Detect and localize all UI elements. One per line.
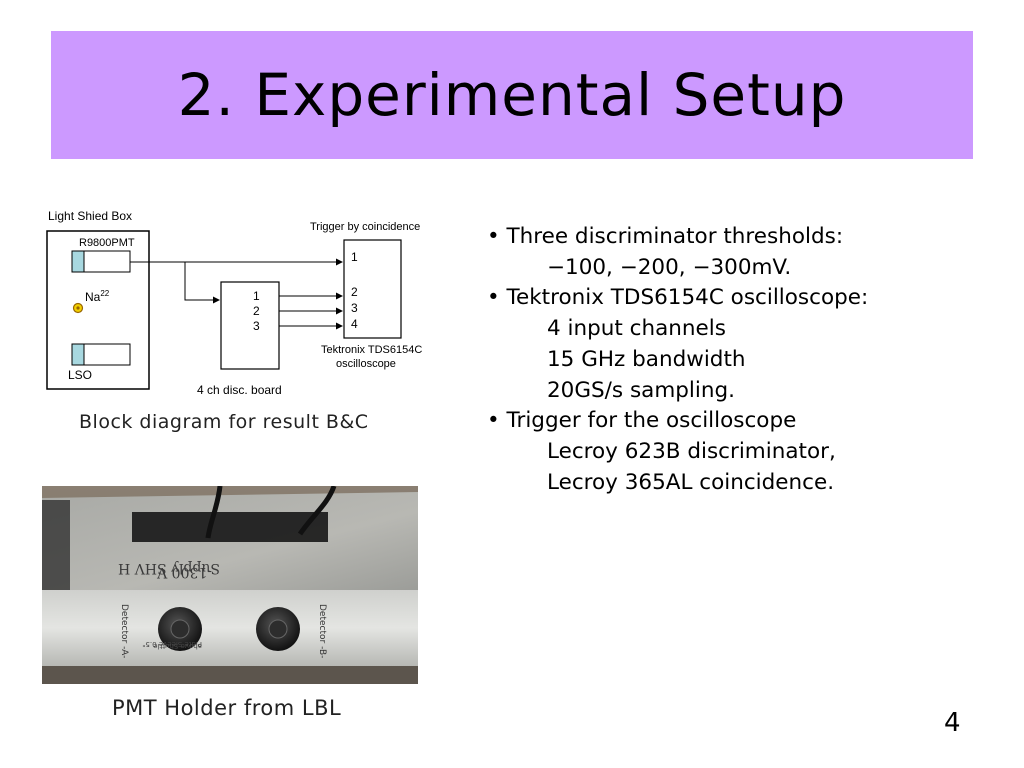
bullet-oscilloscope: • Tektronix TDS6154C oscilloscope: [487, 285, 869, 311]
scope-input-2: 2 [351, 285, 358, 299]
page-number: 4 [944, 708, 961, 738]
scope-label-line1: Tektronix TDS6154C [321, 344, 422, 356]
lso-window [71, 343, 85, 366]
disc-input-1: 1 [253, 289, 260, 303]
center-note-line1: Plate Sleeve 0.5" [142, 640, 202, 648]
photo-table [42, 666, 418, 684]
sub-coincidence: Lecroy 365AL coincidence. [547, 469, 835, 495]
photo-caption: PMT Holder from LBL [112, 696, 342, 720]
disc-board [220, 281, 280, 370]
sub-discriminator: Lecroy 623B discriminator, [547, 438, 836, 464]
cable-a-icon [205, 486, 223, 539]
sub-bandwidth: 15 GHz bandwidth [547, 346, 746, 372]
black-tape [132, 512, 328, 542]
disc-input-3: 3 [253, 319, 260, 333]
bullet-trigger: • Trigger for the oscilloscope [487, 408, 797, 434]
slide-title: 2. Experimental Setup [177, 61, 847, 129]
block-diagram: Light Shied Box R9800PMT Na22 LSO 1 2 3 … [40, 200, 450, 405]
sub-sampling: 20GS/s sampling. [547, 377, 735, 403]
connector-a-center-icon [170, 619, 190, 639]
holder-front [42, 590, 418, 666]
cable-b-icon [297, 486, 337, 536]
box-label: Light Shied Box [48, 209, 132, 223]
pmt-holder-photo: -1300 V Supply SHV H Detector -A- Detect… [42, 486, 418, 684]
disc-input-2: 2 [253, 304, 260, 318]
label-detector-a: Detector -A- [119, 604, 129, 658]
scope-input-3: 3 [351, 301, 358, 315]
handwriting-line1: -1300 V [156, 564, 212, 580]
handwriting-line2: Supply SHV H [118, 560, 220, 576]
connector-b-center-icon [268, 619, 288, 639]
sub-threshold-values: −100, −200, −300mV. [547, 254, 792, 280]
scope-label-line2: oscilloscope [336, 358, 396, 370]
pmt-to-disc-line [184, 262, 220, 304]
block-diagram-svg: Light Shied Box R9800PMT Na22 LSO 1 2 3 … [46, 209, 422, 397]
source-core-icon [76, 306, 80, 310]
source-label: Na22 [85, 289, 110, 304]
title-bar: 2. Experimental Setup [51, 31, 973, 159]
sub-input-channels: 4 input channels [547, 316, 726, 342]
lso-label: LSO [68, 368, 92, 382]
pmt-label: R9800PMT [79, 237, 135, 249]
light-shield-box [46, 230, 150, 390]
bullet-list: • Three discriminator thresholds: −100, … [487, 222, 987, 498]
diagram-caption: Block diagram for result B&C [79, 411, 369, 433]
disc-label: 4 ch disc. board [197, 383, 282, 397]
pmt-window [71, 250, 85, 273]
black-tape-left [42, 500, 70, 590]
label-detector-b: Detector -B- [317, 604, 327, 658]
bullet-thresholds: • Three discriminator thresholds: [487, 224, 844, 249]
pmt-holder-photo-svg: -1300 V Supply SHV H Detector -A- Detect… [42, 486, 418, 684]
scope-block [343, 239, 402, 339]
scope-input-1: 1 [351, 250, 358, 264]
trigger-label: Trigger by coincidence [310, 221, 420, 233]
center-note-line2: above Shuttle [153, 642, 202, 650]
scope-input-4: 4 [351, 317, 358, 331]
